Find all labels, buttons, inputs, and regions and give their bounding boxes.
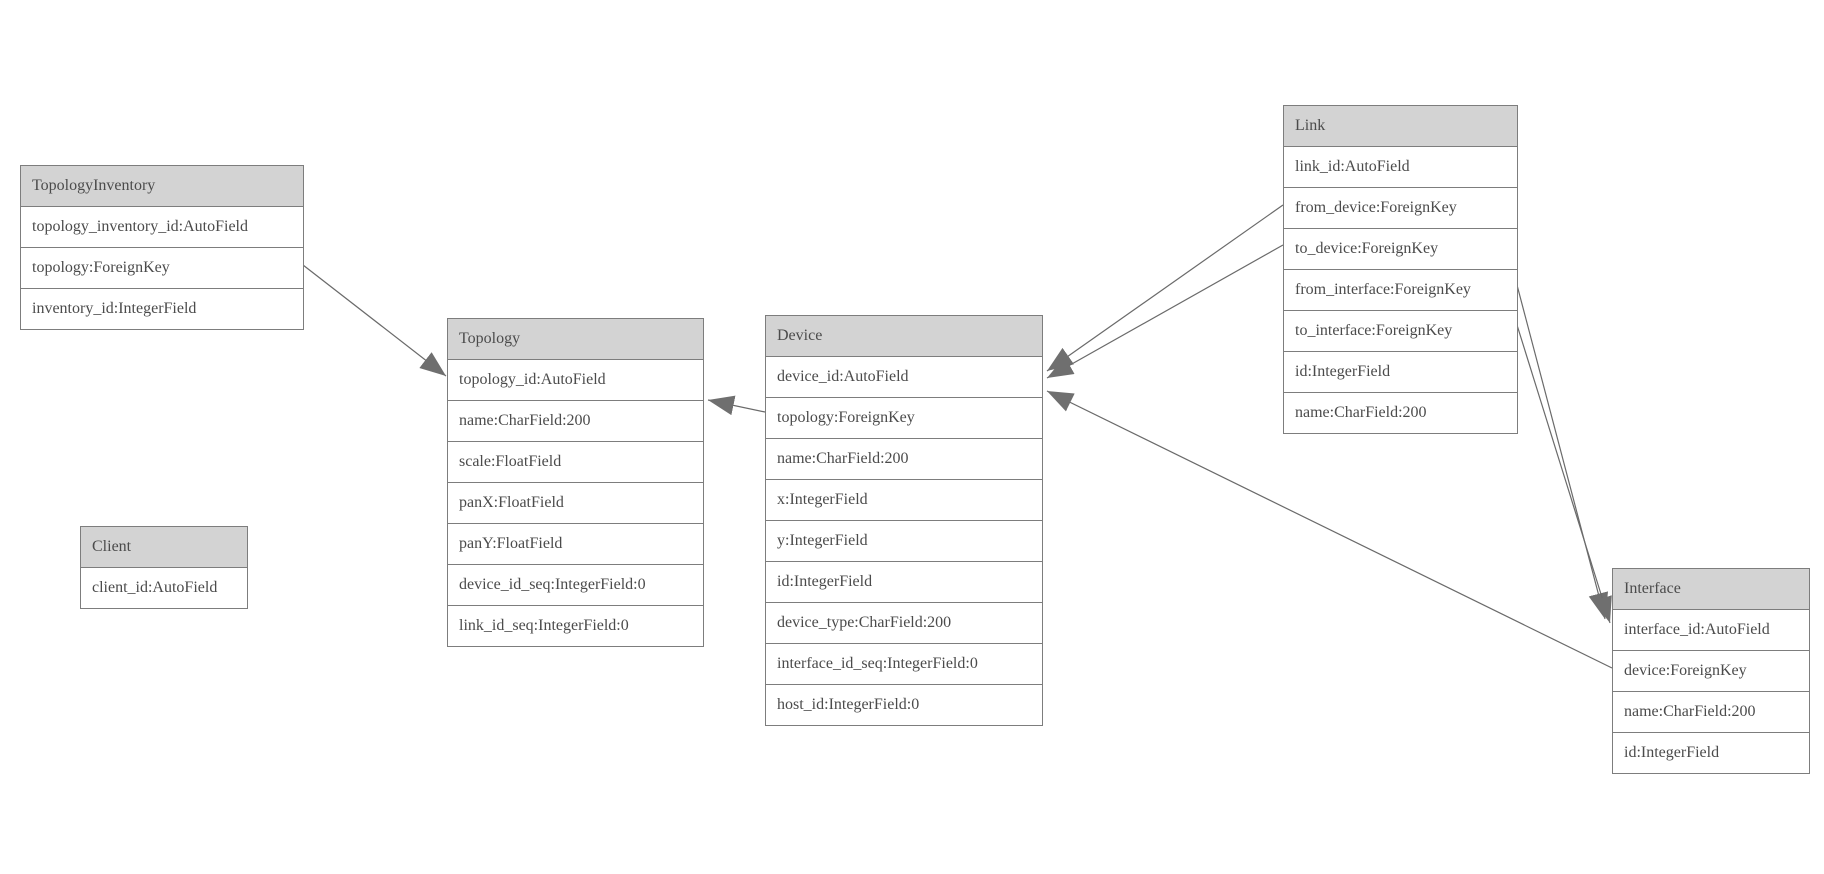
entity-client: Client client_id:AutoField	[80, 526, 248, 609]
field-row: topology_inventory_id:AutoField	[21, 207, 303, 248]
field-row: y:IntegerField	[766, 521, 1042, 562]
edge-interface-device	[1046, 390, 1613, 669]
field-row: to_device:ForeignKey	[1284, 229, 1517, 270]
edge-topologyinventory-topology	[302, 264, 447, 377]
entity-link: Link link_id:AutoField from_device:Forei…	[1283, 105, 1518, 434]
entity-topology: Topology topology_id:AutoField name:Char…	[447, 318, 704, 647]
edge-link-fromdevice-device	[1046, 204, 1284, 372]
field-row: device_id_seq:IntegerField:0	[448, 565, 703, 606]
field-row: topology:ForeignKey	[21, 248, 303, 289]
field-row: x:IntegerField	[766, 480, 1042, 521]
field-row: to_interface:ForeignKey	[1284, 311, 1517, 352]
edge-link-todevice-device	[1046, 244, 1284, 379]
entity-interface: Interface interface_id:AutoField device:…	[1612, 568, 1810, 774]
field-row: name:CharField:200	[1284, 393, 1517, 433]
field-row: interface_id_seq:IntegerField:0	[766, 644, 1042, 685]
entity-topologyinventory: TopologyInventory topology_inventory_id:…	[20, 165, 304, 330]
entity-title: Device	[766, 316, 1042, 357]
field-row: name:CharField:200	[448, 401, 703, 442]
field-row: topology:ForeignKey	[766, 398, 1042, 439]
field-row: id:IntegerField	[766, 562, 1042, 603]
entity-title: Link	[1284, 106, 1517, 147]
field-row: topology_id:AutoField	[448, 360, 703, 401]
field-row: name:CharField:200	[766, 439, 1042, 480]
field-row: id:IntegerField	[1284, 352, 1517, 393]
field-row: id:IntegerField	[1613, 733, 1809, 773]
field-row: inventory_id:IntegerField	[21, 289, 303, 329]
field-row: name:CharField:200	[1613, 692, 1809, 733]
field-row: scale:FloatField	[448, 442, 703, 483]
edge-link-tointerface-interface	[1516, 324, 1612, 624]
field-row: interface_id:AutoField	[1613, 610, 1809, 651]
entity-title: Topology	[448, 319, 703, 360]
field-row: device:ForeignKey	[1613, 651, 1809, 692]
edge-device-topology	[707, 395, 766, 416]
field-row: link_id_seq:IntegerField:0	[448, 606, 703, 646]
field-row: from_device:ForeignKey	[1284, 188, 1517, 229]
field-row: device_id:AutoField	[766, 357, 1042, 398]
field-row: client_id:AutoField	[81, 568, 247, 608]
field-row: device_type:CharField:200	[766, 603, 1042, 644]
field-row: link_id:AutoField	[1284, 147, 1517, 188]
field-row: host_id:IntegerField:0	[766, 685, 1042, 725]
field-row: from_interface:ForeignKey	[1284, 270, 1517, 311]
entity-title: TopologyInventory	[21, 166, 303, 207]
entity-title: Interface	[1613, 569, 1809, 610]
field-row: panX:FloatField	[448, 483, 703, 524]
entity-device: Device device_id:AutoField topology:Fore…	[765, 315, 1043, 726]
edge-link-frominterface-interface	[1516, 284, 1609, 620]
entity-title: Client	[81, 527, 247, 568]
field-row: panY:FloatField	[448, 524, 703, 565]
